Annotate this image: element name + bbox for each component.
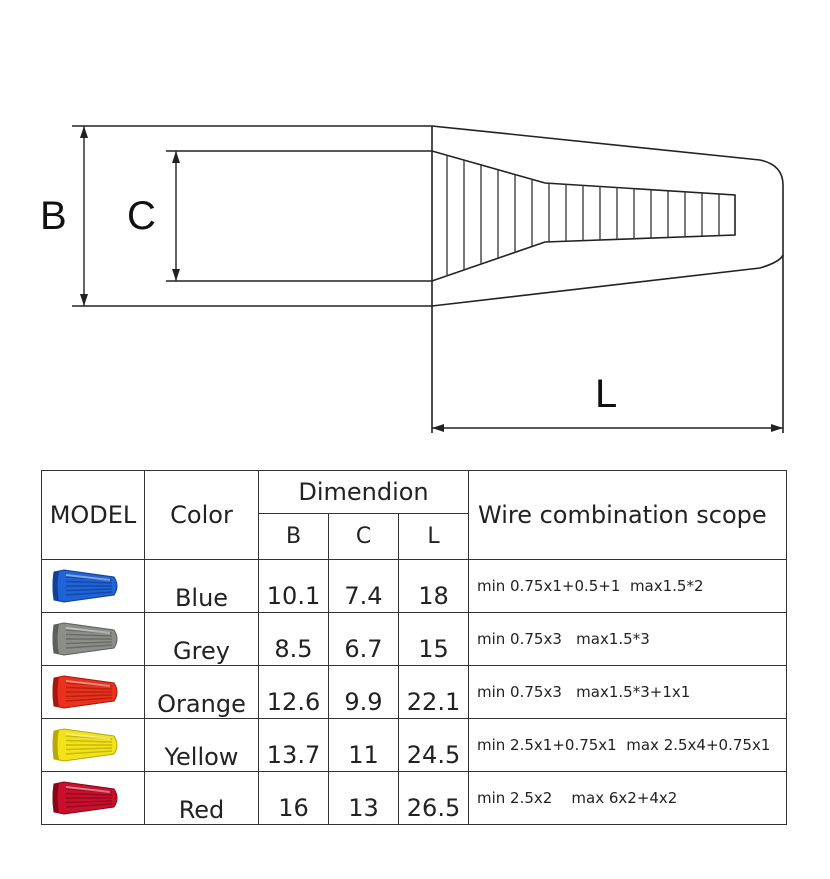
model-image-cell bbox=[41, 665, 145, 719]
color-cell: Orange bbox=[144, 665, 259, 719]
color-cell: Blue bbox=[144, 559, 259, 613]
b-value-cell: 10.1 bbox=[258, 559, 329, 613]
wire-scope-cell: min 2.5x1+0.75x1 max 2.5x4+0.75x1 bbox=[468, 718, 787, 772]
b-value-cell: 13.7 bbox=[258, 718, 329, 772]
b-label: B bbox=[40, 194, 67, 238]
wire-scope-cell: min 0.75x3 max1.5*3+1x1 bbox=[468, 665, 787, 719]
color-cell: Grey bbox=[144, 612, 259, 666]
header-wire-scope: Wire combination scope bbox=[468, 470, 787, 560]
connector-outline bbox=[72, 125, 784, 307]
c-value-cell: 11 bbox=[328, 718, 399, 772]
b-value-cell: 8.5 bbox=[258, 612, 329, 666]
wire-scope-cell: min 0.75x3 max1.5*3 bbox=[468, 612, 787, 666]
l-value-cell: 26.5 bbox=[398, 771, 469, 825]
c-value-cell: 7.4 bbox=[328, 559, 399, 613]
color-cell: Red bbox=[144, 771, 259, 825]
wire-scope-cell: min 2.5x2 max 6x2+4x2 bbox=[468, 771, 787, 825]
wire-scope-cell: min 0.75x1+0.5+1 max1.5*2 bbox=[468, 559, 787, 613]
model-image-cell bbox=[41, 718, 145, 772]
c-value-cell: 6.7 bbox=[328, 612, 399, 666]
wire-connector-cap-icon bbox=[52, 728, 118, 762]
wire-connector-cap-icon bbox=[52, 622, 118, 656]
l-value-cell: 15 bbox=[398, 612, 469, 666]
model-image-cell bbox=[41, 559, 145, 613]
connector-dimension-drawing bbox=[72, 125, 784, 433]
wire-connector-cap-icon bbox=[52, 781, 118, 815]
header-model: MODEL bbox=[41, 470, 145, 560]
l-value-cell: 22.1 bbox=[398, 665, 469, 719]
c-value-cell: 9.9 bbox=[328, 665, 399, 719]
l-value-cell: 18 bbox=[398, 559, 469, 613]
model-image-cell bbox=[41, 771, 145, 825]
header-dimension: Dimendion bbox=[258, 469, 469, 515]
inner-bore-outline bbox=[166, 150, 736, 282]
header-c: C bbox=[328, 513, 399, 560]
model-image-cell bbox=[41, 612, 145, 666]
wire-connector-cap-icon bbox=[52, 675, 118, 709]
c-value-cell: 13 bbox=[328, 771, 399, 825]
header-color: Color bbox=[144, 470, 259, 560]
b-value-cell: 12.6 bbox=[258, 665, 329, 719]
internal-ribs bbox=[446, 155, 720, 276]
c-label: C bbox=[127, 194, 156, 238]
l-label: L bbox=[595, 372, 618, 416]
header-l: L bbox=[398, 513, 469, 560]
spec-table: MODEL Color Dimendion Wire combination s… bbox=[41, 469, 787, 825]
wire-connector-cap-icon bbox=[52, 569, 118, 603]
color-cell: Yellow bbox=[144, 718, 259, 772]
b-value-cell: 16 bbox=[258, 771, 329, 825]
header-b: B bbox=[258, 513, 329, 560]
l-value-cell: 24.5 bbox=[398, 718, 469, 772]
